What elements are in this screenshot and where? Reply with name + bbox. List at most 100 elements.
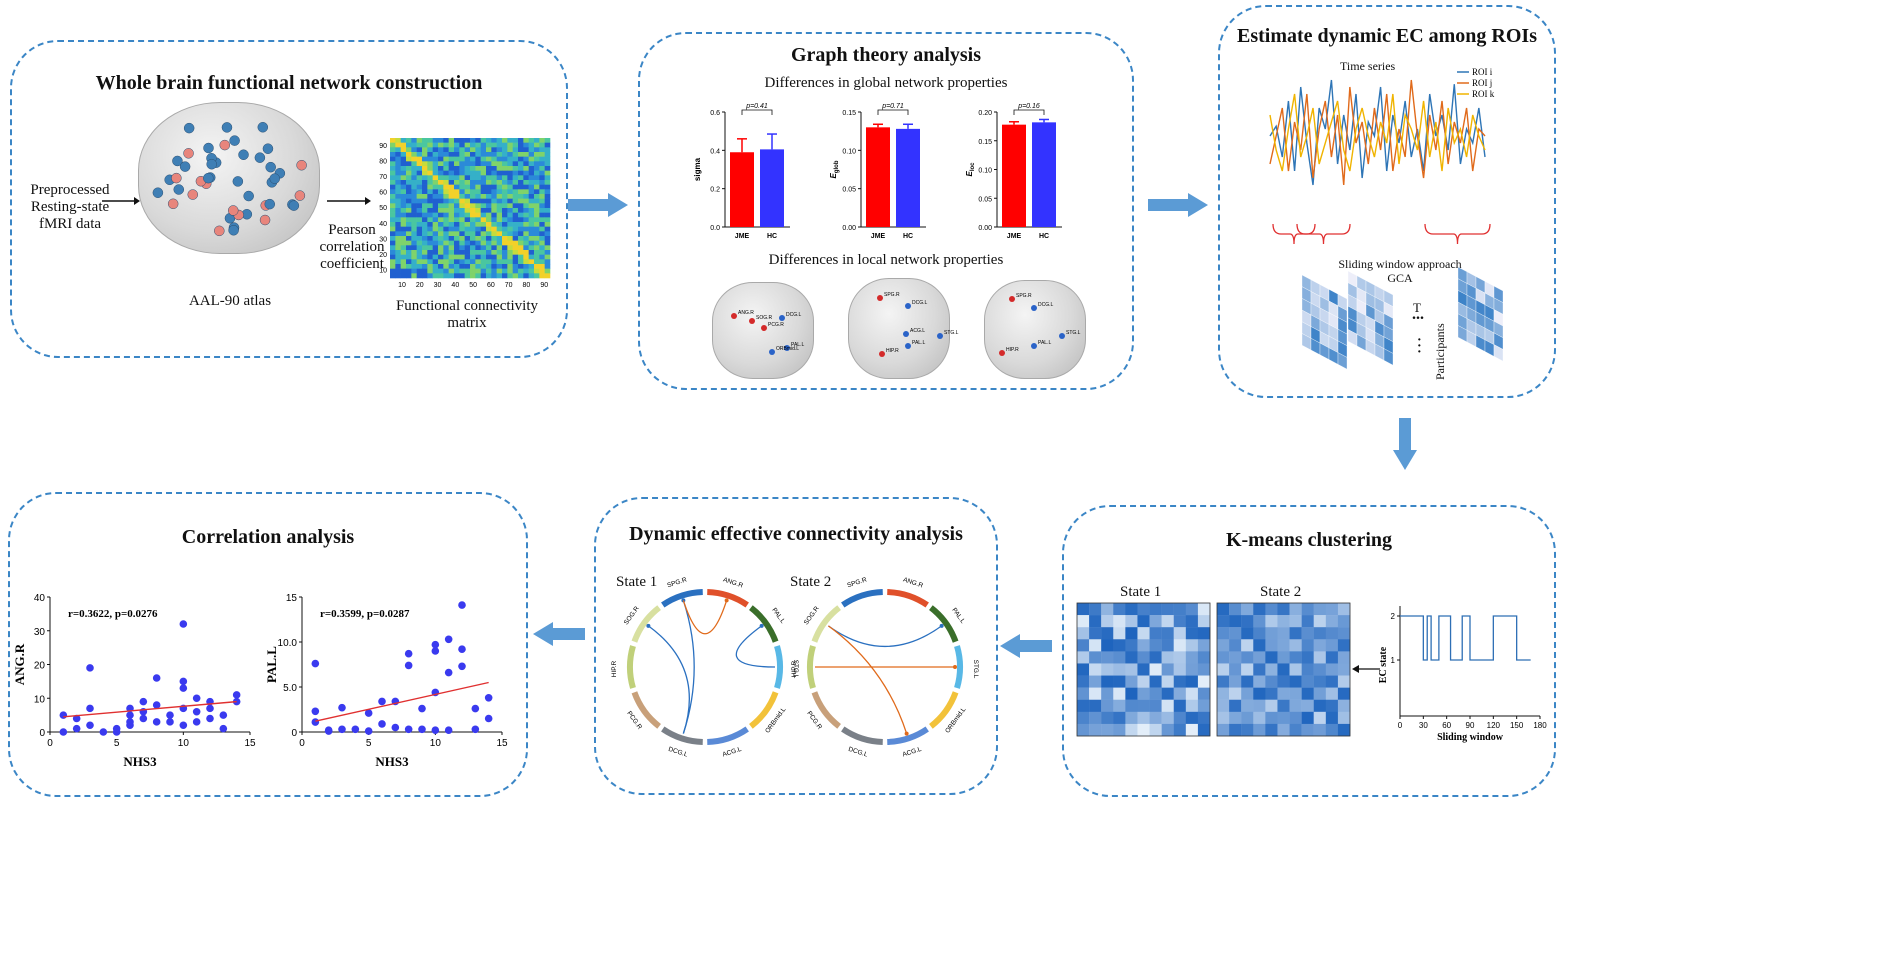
kmeans-cell — [1173, 699, 1187, 713]
chord-segment — [841, 726, 883, 745]
matrix-cell — [496, 264, 503, 269]
kmeans-cell — [1113, 663, 1126, 676]
kmeans-cell — [1337, 603, 1351, 616]
brain-node — [784, 345, 790, 351]
matrix-cell — [443, 245, 449, 251]
matrix-cell — [406, 268, 412, 274]
matrix-cell — [491, 217, 497, 223]
matrix-cell — [486, 231, 492, 237]
brain-node — [1031, 305, 1037, 311]
atlas-node — [296, 159, 307, 171]
matrix-cell — [496, 175, 503, 181]
matrix-cell — [416, 184, 423, 190]
matrix-cell — [411, 254, 417, 260]
panel-title: Correlation analysis — [181, 526, 355, 548]
atlas-node — [171, 172, 182, 184]
matrix-cell — [475, 203, 481, 209]
matrix-cell — [523, 184, 529, 190]
matrix-cell — [502, 273, 508, 279]
kmeans-cell — [1137, 699, 1150, 713]
matrix-cell — [406, 166, 412, 171]
brain-node — [1031, 343, 1037, 349]
kmeans-cell — [1197, 663, 1211, 676]
matrix-cell — [539, 236, 545, 241]
matrix-cell — [454, 170, 460, 176]
kmeans-cell — [1101, 687, 1114, 700]
matrix-cell — [448, 273, 455, 279]
atlas-node — [294, 190, 306, 201]
kmeans-cell — [1113, 711, 1126, 725]
matrix-cell — [459, 231, 465, 237]
matrix-cell — [411, 240, 417, 246]
matrix-cell — [475, 231, 481, 237]
atlas-node — [203, 142, 214, 154]
matrix-cell — [491, 264, 497, 269]
matrix-cell — [523, 259, 529, 265]
matrix-cell — [422, 184, 428, 190]
matrix-cell — [512, 189, 519, 195]
matrix-cell — [400, 161, 407, 167]
brain-node — [779, 315, 785, 321]
matrix-cell — [438, 198, 444, 204]
data-point — [166, 718, 174, 726]
matrix-cell — [507, 170, 513, 176]
chord-label: SOG.R — [803, 605, 821, 626]
x-tick-label: 0 — [47, 738, 53, 749]
x-tick-label: 60 — [1442, 721, 1451, 730]
matrix-cell — [443, 152, 449, 157]
data-point — [404, 649, 413, 658]
atlas-node — [238, 149, 249, 160]
matrix-cell — [544, 180, 551, 185]
matrix-cell — [464, 212, 471, 218]
x-axis-label: NHS3 — [123, 754, 157, 769]
kmeans-cell — [1253, 699, 1266, 713]
kmeans-cell — [1125, 603, 1138, 616]
matrix-cell — [411, 198, 417, 204]
matrix-cell — [406, 194, 412, 199]
matrix-cell — [432, 245, 439, 251]
matrix-cell — [427, 198, 433, 204]
kmeans-cell — [1077, 627, 1090, 640]
matrix-cell — [544, 273, 551, 279]
data-point — [338, 725, 346, 734]
chord-label: DCG.L — [847, 746, 868, 759]
matrix-cell — [416, 226, 423, 232]
matrix-cell — [459, 166, 465, 171]
y-tick-label: 15 — [286, 593, 298, 604]
kmeans-cell — [1125, 615, 1138, 628]
chord-label: HIP.R — [611, 660, 618, 677]
y-tick-label: 0.0 — [710, 225, 720, 232]
matrix-cell — [400, 203, 407, 209]
atlas-node — [228, 225, 239, 236]
matrix-cell — [432, 166, 439, 171]
matrix-cell — [395, 180, 401, 185]
matrix-cell — [496, 222, 503, 227]
kmeans-cell — [1089, 615, 1102, 628]
matrix-cell — [395, 184, 401, 190]
brain-node-label: DCG.L — [786, 312, 802, 318]
panel-graph-theory: Graph theory analysis — [638, 32, 1134, 390]
matrix-cell — [432, 161, 439, 167]
matrix-cell — [406, 142, 412, 148]
matrix-cell — [443, 226, 449, 232]
matrix-cell — [480, 152, 487, 157]
matrix-cell — [528, 194, 535, 199]
matrix-cell — [411, 250, 417, 255]
matrix-cell — [416, 245, 423, 251]
kmeans-cell — [1125, 711, 1138, 725]
matrix-cell — [411, 152, 417, 157]
matrix-cell — [475, 208, 481, 213]
matrix-cell — [528, 240, 535, 246]
matrix-cell — [416, 194, 423, 199]
matrix-cell — [438, 231, 444, 237]
matrix-cell — [539, 180, 545, 185]
matrix-cell — [480, 161, 487, 167]
matrix-cell — [475, 212, 481, 218]
matrix-cell — [464, 231, 471, 237]
matrix-cell — [416, 142, 423, 148]
matrix-cell — [480, 231, 487, 237]
matrix-cell — [486, 250, 492, 255]
matrix-cell — [534, 166, 540, 171]
matrix-cell — [390, 254, 396, 260]
matrix-cell — [395, 156, 401, 162]
